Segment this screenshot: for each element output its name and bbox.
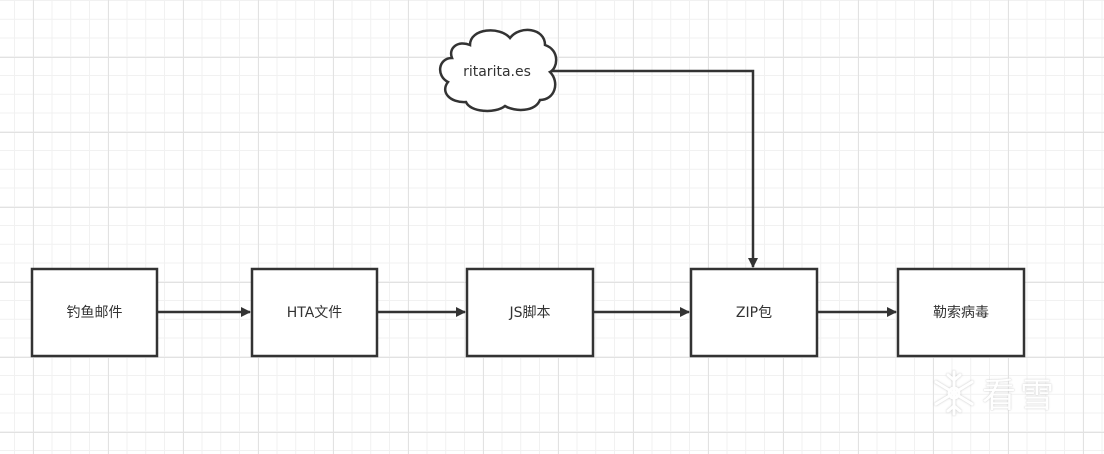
- node-label: HTA文件: [287, 305, 343, 321]
- node-ransomware[interactable]: 勒索病毒: [896, 267, 1026, 358]
- node-label: 勒索病毒: [933, 304, 989, 321]
- snowflake-icon: [934, 370, 974, 415]
- node-box: [465, 267, 595, 358]
- node-box: [30, 267, 159, 358]
- cloud-node-ritarita[interactable]: ritarita.es: [439, 28, 558, 113]
- node-label: 钓鱼邮件: [67, 304, 123, 321]
- edge-cloud-to-zip: [551, 69, 758, 268]
- cloud-shape: [439, 28, 558, 113]
- node-zip-package[interactable]: ZIP包: [689, 267, 819, 358]
- node-box: [689, 267, 819, 358]
- node-js-script[interactable]: JS脚本: [465, 267, 595, 358]
- node-phishing-email[interactable]: 钓鱼邮件: [30, 267, 159, 358]
- node-box: [250, 267, 379, 358]
- node-hta-file[interactable]: HTA文件: [250, 267, 379, 358]
- node-label: ZIP包: [736, 305, 772, 321]
- node-label: JS脚本: [508, 305, 550, 321]
- watermark: 看雪: [930, 368, 1058, 417]
- node-box: [896, 267, 1026, 358]
- cloud-label: ritarita.es: [463, 64, 531, 80]
- watermark-text: 看雪: [982, 376, 1058, 416]
